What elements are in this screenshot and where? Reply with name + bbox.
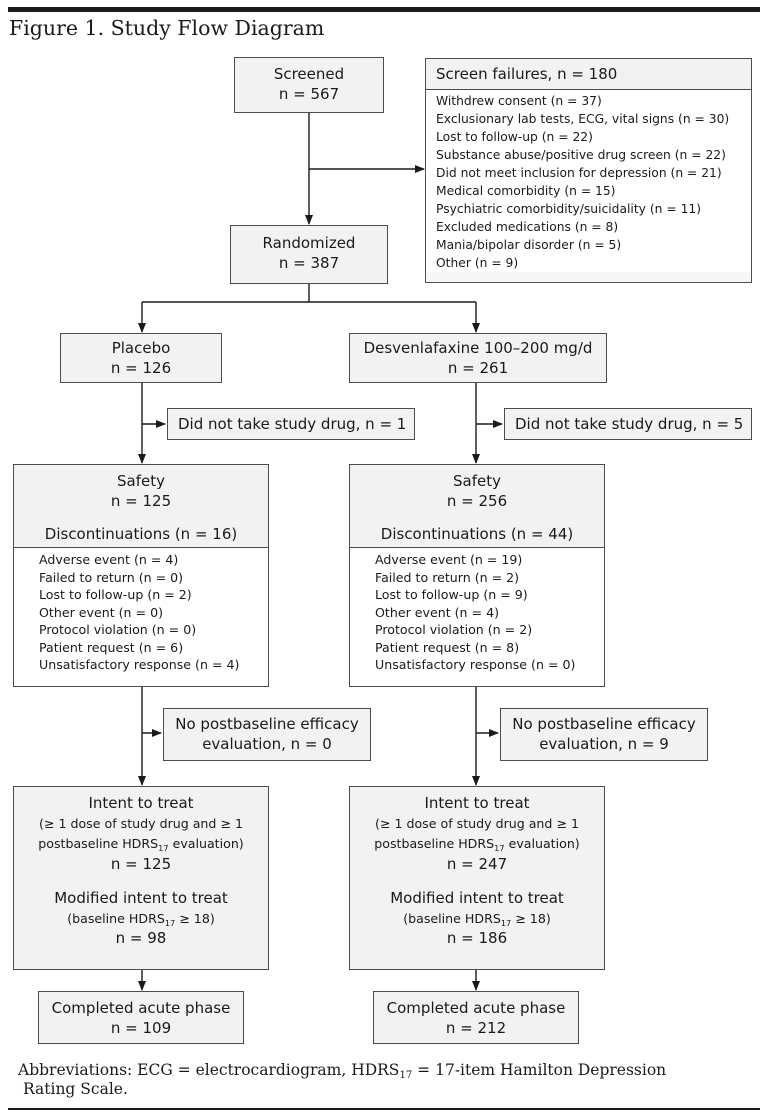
placebo-did-not-take-box: Did not take study drug, n = 1 [167, 408, 415, 440]
placebo-n: n = 126 [110, 359, 172, 377]
placebo-discontinuations-title: Discontinuations (n = 16) [44, 525, 238, 543]
list-item: Substance abuse/positive drug screen (n … [436, 148, 726, 162]
desvenlafaxine-n: n = 261 [447, 359, 509, 377]
desv-no-efficacy-box: No postbaseline efficacy evaluation, n =… [500, 708, 708, 761]
placebo-did-not-take-label: Did not take study drug, n = 1 [178, 415, 407, 433]
list-item: Lost to follow-up (n = 2) [39, 587, 192, 602]
list-item: Other (n = 9) [436, 256, 519, 270]
placebo-completed-box: Completed acute phase n = 109 [38, 991, 244, 1044]
randomized-box: Randomized n = 387 [230, 225, 388, 284]
figure-title: Figure 1. Study Flow Diagram [9, 16, 325, 40]
placebo-safety-box: Safety n = 125 Discontinuations (n = 16)… [13, 464, 269, 687]
screened-box: Screened n = 567 [234, 57, 384, 113]
list-item: Protocol violation (n = 0) [39, 622, 197, 637]
list-item: Failed to return (n = 0) [39, 569, 184, 585]
list-item: Adverse event (n = 4) [39, 552, 179, 567]
desv-mitt-title: Modified intent to treat [390, 889, 564, 907]
placebo-discontinuations-list: Adverse event (n = 4) Failed to return (… [14, 547, 268, 686]
list-item: Lost to follow-up (n = 22) [436, 130, 593, 144]
placebo-no-efficacy-line1: No postbaseline efficacy [175, 715, 359, 733]
screen-failures-title: Screen failures, n = 180 [426, 59, 751, 90]
placebo-label: Placebo [111, 339, 171, 357]
list-item: Withdrew consent (n = 37) [436, 94, 602, 108]
placebo-no-efficacy-box: No postbaseline efficacy evaluation, n =… [163, 708, 371, 761]
randomized-n: n = 387 [278, 254, 340, 272]
placebo-completed-label: Completed acute phase [51, 999, 231, 1017]
list-item: Unsatisfactory response (n = 4) [39, 657, 240, 672]
placebo-itt-def1: (≥ 1 dose of study drug and ≥ 1 [39, 816, 243, 831]
list-item: Other event (n = 0) [39, 604, 164, 620]
placebo-no-efficacy-line2: evaluation, n = 0 [202, 735, 332, 753]
list-item: Did not meet inclusion for depression (n… [436, 166, 722, 180]
list-item: Medical comorbidity (n = 15) [436, 184, 616, 198]
top-rule [8, 7, 760, 12]
desv-itt-def2: postbaseline HDRS17 evaluation) [374, 835, 580, 853]
placebo-arm-box: Placebo n = 126 [60, 333, 222, 383]
abbreviations-note: Abbreviations: ECG = electrocardiogram, … [18, 1061, 738, 1099]
desvenlafaxine-arm-box: Desvenlafaxine 100–200 mg/d n = 261 [349, 333, 607, 383]
desv-did-not-take-label: Did not take study drug, n = 5 [515, 415, 744, 433]
list-item: Patient request (n = 6) [39, 639, 184, 655]
screened-n: n = 567 [278, 85, 340, 103]
desv-did-not-take-box: Did not take study drug, n = 5 [504, 408, 752, 440]
desv-completed-label: Completed acute phase [386, 999, 566, 1017]
desv-no-efficacy-line1: No postbaseline efficacy [512, 715, 696, 733]
screen-failures-box: Screen failures, n = 180 Withdrew consen… [425, 58, 752, 283]
desv-itt-n: n = 247 [446, 855, 508, 873]
placebo-completed-n: n = 109 [110, 1019, 172, 1037]
placebo-itt-box: Intent to treat (≥ 1 dose of study drug … [13, 786, 269, 970]
randomized-label: Randomized [262, 234, 356, 252]
desv-discontinuations-list: Adverse event (n = 19) Failed to return … [350, 547, 604, 686]
bottom-rule [8, 1108, 760, 1110]
screen-failures-list: Withdrew consent (n = 37) Exclusionary l… [426, 90, 751, 272]
placebo-itt-n: n = 125 [110, 855, 172, 873]
screened-label: Screened [273, 65, 345, 83]
desv-safety-box: Safety n = 256 Discontinuations (n = 44)… [349, 464, 605, 687]
desv-itt-box: Intent to treat (≥ 1 dose of study drug … [349, 786, 605, 970]
placebo-safety-label: Safety [117, 472, 165, 490]
list-item: Adverse event (n = 19) [375, 552, 523, 567]
desv-mitt-n: n = 186 [446, 928, 508, 947]
placebo-itt-title: Intent to treat [88, 794, 194, 812]
list-item: Failed to return (n = 2) [375, 569, 520, 585]
desv-safety-label: Safety [453, 472, 501, 490]
list-item: Mania/bipolar disorder (n = 5) [436, 238, 622, 252]
list-item: Patient request (n = 8) [375, 639, 520, 655]
desv-completed-n: n = 212 [445, 1019, 507, 1037]
placebo-safety-n: n = 125 [110, 492, 172, 510]
placebo-mitt-n: n = 98 [115, 928, 167, 947]
desv-safety-n: n = 256 [446, 492, 508, 510]
list-item: Exclusionary lab tests, ECG, vital signs… [436, 112, 730, 126]
desv-discontinuations-title: Discontinuations (n = 44) [380, 525, 574, 543]
placebo-mitt-title: Modified intent to treat [54, 889, 228, 907]
placebo-mitt-def: (baseline HDRS17 ≥ 18) [67, 911, 215, 928]
placebo-itt-def2: postbaseline HDRS17 evaluation) [38, 835, 244, 853]
list-item: Protocol violation (n = 2) [375, 622, 533, 637]
list-item: Excluded medications (n = 8) [436, 220, 619, 234]
desvenlafaxine-label: Desvenlafaxine 100–200 mg/d [363, 339, 593, 357]
desv-completed-box: Completed acute phase n = 212 [373, 991, 579, 1044]
abbreviations-line2: Rating Scale. [23, 1080, 128, 1098]
list-item: Unsatisfactory response (n = 0) [375, 657, 576, 672]
desv-itt-def1: (≥ 1 dose of study drug and ≥ 1 [375, 816, 579, 831]
desv-itt-title: Intent to treat [424, 794, 530, 812]
abbreviations-line1: Abbreviations: ECG = electrocardiogram, … [18, 1061, 667, 1081]
list-item: Psychiatric comorbidity/suicidality (n =… [436, 202, 702, 216]
desv-no-efficacy-line2: evaluation, n = 9 [539, 735, 669, 753]
list-item: Lost to follow-up (n = 9) [375, 587, 528, 602]
desv-mitt-def: (baseline HDRS17 ≥ 18) [403, 911, 551, 928]
list-item: Other event (n = 4) [375, 604, 500, 620]
